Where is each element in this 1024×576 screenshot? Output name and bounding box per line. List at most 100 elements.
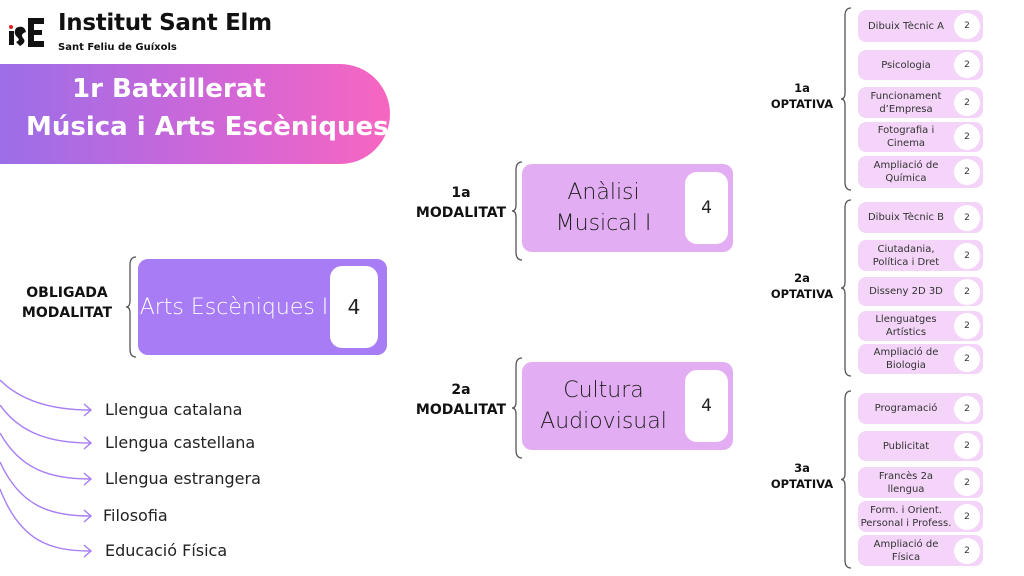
optativa-label-1: 2a [794,271,810,285]
school-logo [9,18,44,47]
optativa-item-name: Programació [874,403,938,414]
curve-arrow [0,461,91,517]
title-line-1: 1r Batxillerat [72,74,266,104]
optativa-item: Ampliació de Química 2 [858,156,983,188]
common-subject: Educació Física [105,541,228,560]
optativa-item-name: Psicologia [881,59,931,71]
title-line-2: Música i Arts Escèniques [26,112,389,142]
optativa-item-hours: 2 [954,89,980,116]
optativa-item-hours: 2 [954,433,980,459]
optativa-item-hours: 2 [954,503,980,530]
arrow-head [83,544,93,558]
optativa-item-hours: 2 [954,278,980,305]
title-banner: 1r Batxillerat Música i Arts Escèniques [0,64,390,164]
arrow-head [83,403,93,417]
optativa-item-name: Funcionament d’Empresa [870,90,942,115]
optativa-item-name: Francès 2a llengua [878,470,934,495]
obligada-subject-box: Arts Escèniques I 4 [138,259,387,355]
curve-arrow [0,488,91,552]
modalitat-1-hours: 4 [685,172,728,244]
modalitat-1-subject-line-1: Anàlisi [567,180,640,205]
optativa-item: Publicitat 2 [858,431,983,461]
school-name: Institut Sant Elm [58,10,272,36]
optativa-item-name: Llenguatges Artístics [875,314,937,338]
optativa-item-name: Disseny 2D 3D [869,286,943,297]
curve-arrow [0,432,91,480]
optativa-item-name: Ampliació de Biologia [873,347,939,371]
optativa-item: Programació 2 [858,393,983,424]
optativa-label-2: OPTATIVA [770,477,834,491]
optativa-3-brace [840,390,852,569]
arrow-head [83,509,93,523]
optativa-item-hours: 2 [954,204,980,231]
optativa-1-brace [840,7,852,191]
modalitat-1-label: 1a MODALITAT [408,183,514,223]
optativa-item-hours: 2 [954,52,980,78]
obligada-label-2: MODALITAT [21,305,113,321]
arrow-head [83,472,93,486]
modalitat-2-brace [511,357,523,459]
optativa-label-1: 3a [794,461,810,475]
optativa-item-hours: 2 [954,469,980,496]
obligada-brace [125,256,137,358]
optativa-item-hours: 2 [954,537,980,564]
optativa-item-hours: 2 [954,313,980,339]
modalitat-1-label-2: MODALITAT [415,205,507,221]
optativa-label-1: 1a [794,81,810,95]
modalitat-1-brace [511,161,523,261]
school-town: Sant Feliu de Guíxols [58,42,177,53]
modalitat-1-subject-line-2: Musical I [555,211,652,236]
obligada-label: OBLIGADA MODALITAT [14,283,120,323]
optativa-item-name: Dibuix Tècnic B [867,212,945,223]
optativa-item: Psicologia 2 [858,50,983,80]
optativa-item-hours: 2 [954,124,980,150]
optativa-label-2: OPTATIVA [770,97,834,111]
optativa-item-hours: 2 [954,242,980,269]
optativa-item-hours: 2 [954,13,980,39]
optativa-item: Dibuix Tècnic A 2 [858,10,983,42]
modalitat-2-label-2: MODALITAT [415,402,507,418]
curve-arrow [0,404,91,444]
optativa-item: Form. i Orient. Personal i Profess.2 [858,501,983,532]
optativa-item-name: Ampliació de Química [873,160,939,184]
modalitat-2-label-1: 2a [451,382,471,398]
obligada-hours: 4 [330,266,378,348]
optativa-item-name: Ampliació de Física [873,538,939,563]
optativa-item-name: Dibuix Tècnic A [867,20,945,32]
optativa-item-name: Form. i Orient. Personal i Profess. [860,504,952,529]
common-subject: Llengua castellana [105,433,256,452]
common-subject: Llengua catalana [105,400,243,419]
obligada-subject: Arts Escèniques I [139,294,329,320]
optativa-item: Ciutadania, Política i Dret 2 [858,240,983,271]
optativa-label-2: OPTATIVA [770,287,834,301]
optativa-item: Disseny 2D 3D 2 [858,277,983,306]
obligada-label-1: OBLIGADA [26,285,108,301]
optativa-item-hours: 2 [954,346,980,372]
optativa-item: Francès 2a llengua 2 [858,467,983,498]
optativa-item: Funcionament d’Empresa 2 [858,87,983,118]
modalitat-2-hours: 4 [685,370,728,442]
optativa-item: Ampliació de Biologia 2 [858,344,983,374]
optativa-item-name: Ciutadania, Política i Dret [872,243,940,268]
modalitat-2-subject-line-1: Cultura [563,378,644,403]
common-subject: Llengua estrangera [105,469,261,488]
optativa-item: Ampliació de Física 2 [858,535,983,566]
optativa-item-hours: 2 [954,395,980,422]
curve-arrow [0,379,91,411]
optativa-item-hours: 2 [954,159,980,185]
optativa-item-name: Fotografia i Cinema [877,125,935,149]
modalitat-1-label-1: 1a [451,185,471,201]
arrow-head [83,436,93,450]
optativa-item-name: Publicitat [882,440,930,452]
modalitat-2-label: 2a MODALITAT [408,380,514,420]
optativa-item: Llenguatges Artístics 2 [858,311,983,341]
optativa-item: Dibuix Tècnic B 2 [858,202,983,233]
